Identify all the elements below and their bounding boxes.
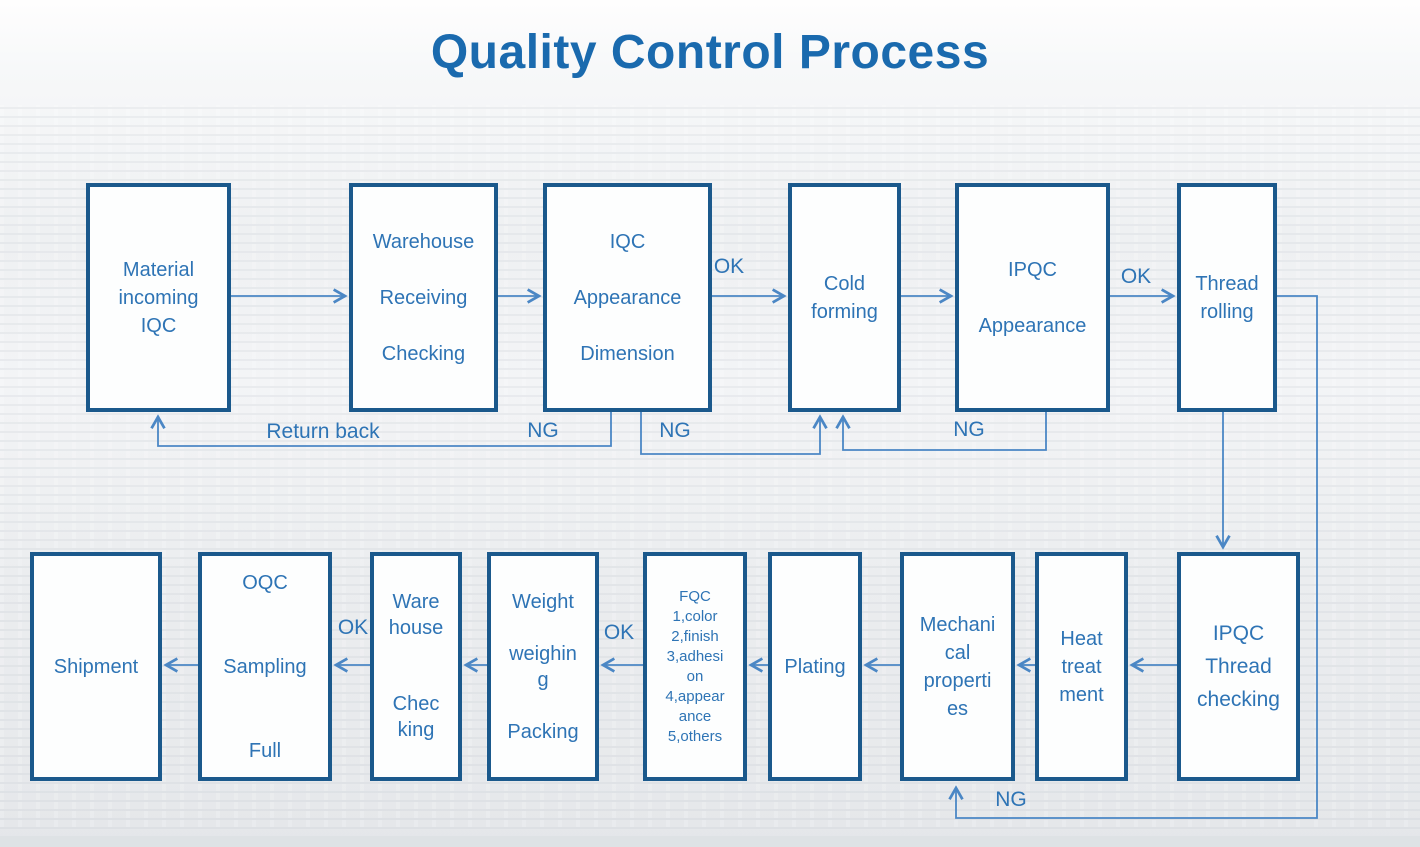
arrow-ng-ipqc-to-cold: [843, 412, 1047, 451]
node-heat-treatment: Heat treat ment: [1035, 552, 1128, 781]
label-ng-bottom: NG: [995, 788, 1027, 811]
node-warehouse-checking: Ware house Chec king: [370, 552, 462, 781]
arrow-return-back: [158, 412, 612, 447]
node-ipqc-thread-checking: IPQC Thread checking: [1177, 552, 1300, 781]
node-warehouse-receiving-checking: Warehouse Receiving Checking: [349, 183, 498, 412]
arrow-ng-bottom-loop: [956, 295, 1318, 819]
node-fqc: FQC 1,color 2,finish 3,adhesi on 4,appea…: [643, 552, 747, 781]
node-thread-rolling: Thread rolling: [1177, 183, 1277, 412]
node-material-incoming-iqc: Material incoming IQC: [86, 183, 231, 412]
node-plating: Plating: [768, 552, 862, 781]
node-ipqc-appearance: IPQC Appearance: [955, 183, 1110, 412]
node-iqc-appearance-dimension: IQC Appearance Dimension: [543, 183, 712, 412]
bottom-band: [0, 836, 1420, 847]
node-shipment: Shipment: [30, 552, 162, 781]
node-mechanical-properties: Mechani cal properti es: [900, 552, 1015, 781]
label-return-back: Return back: [266, 420, 380, 443]
label-ng-return: NG: [527, 419, 559, 442]
node-cold-forming: Cold forming: [788, 183, 901, 412]
label-ok-fqc-to-weight: OK: [603, 621, 635, 644]
label-ng-iqc-to-cold: NG: [659, 419, 691, 442]
node-oqc-sampling-full: OQC Sampling Full: [198, 552, 332, 781]
page-title: Quality Control Process: [430, 26, 990, 79]
label-ng-ipqc-to-cold: NG: [953, 418, 985, 441]
node-weight-weighing-packing: Weight weighin g Packing: [487, 552, 599, 781]
label-ok-iqc-to-cold: OK: [713, 255, 745, 278]
label-ok-ware-to-oqc: OK: [337, 616, 369, 639]
label-ok-ipqc-to-thread: OK: [1120, 265, 1152, 288]
arrow-ng-iqc-to-cold: [640, 412, 820, 455]
